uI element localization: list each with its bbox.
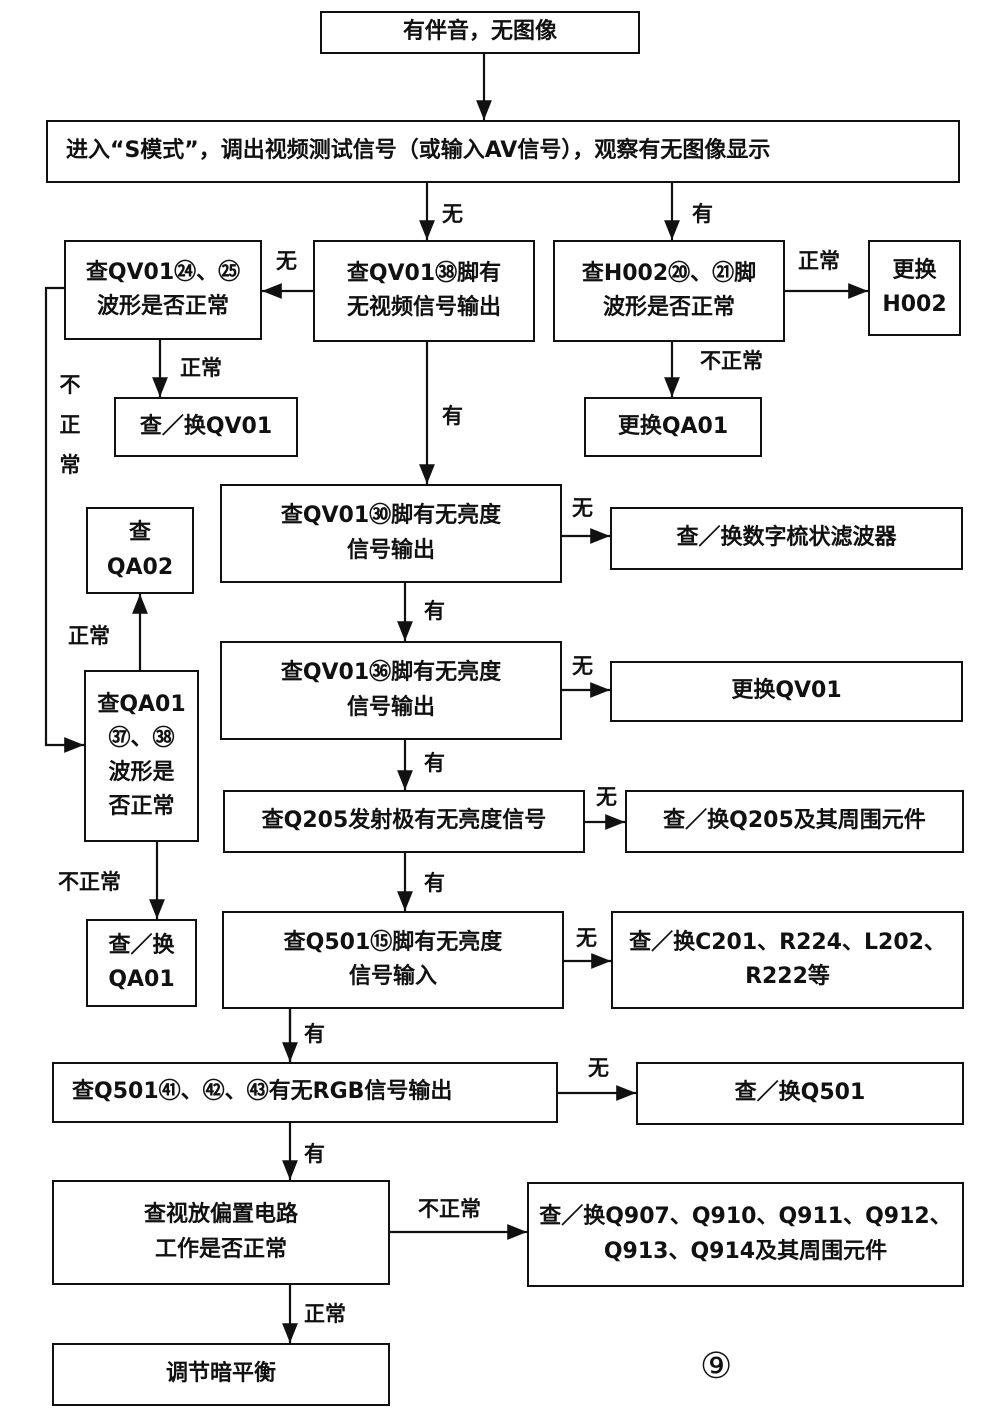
s-mode-text: 进入“S模式”，调出视频测试信号（或输入AV信号），观察有无图像显示: [66, 138, 771, 164]
label-yes: 有: [304, 1142, 325, 1166]
check-replace-c201-text: 查／换C201、R224、L202、 R222等: [629, 929, 946, 989]
check-q501-15-box: 查Q501⑮脚有无亮度 信号输入: [222, 911, 564, 1009]
check-replace-q205-box: 查／换Q205及其周围元件: [625, 790, 964, 853]
check-qv01-38-box: 查QV01㊳脚有 无视频信号输出: [313, 240, 535, 342]
check-qv01-30-box: 查QV01㉚脚有无亮度 信号输出: [220, 484, 562, 583]
label-yes: 有: [442, 404, 463, 428]
s-mode-box: 进入“S模式”，调出视频测试信号（或输入AV信号），观察有无图像显示: [46, 120, 960, 183]
label-no: 无: [442, 202, 463, 226]
label-yes: 有: [424, 751, 445, 775]
check-q501-rgb-text: 查Q501㊶、㊷、㊸有无RGB信号输出: [72, 1079, 453, 1105]
adjust-dark-balance-text: 调节暗平衡: [165, 1361, 276, 1387]
replace-qv01-box: 更换QV01: [610, 661, 963, 722]
replace-qv01-text: 更换QV01: [731, 678, 842, 704]
label-no: 无: [576, 926, 597, 950]
label-normal: 正常: [798, 249, 840, 273]
label-yes: 有: [424, 599, 445, 623]
replace-qa01-box: 更换QA01: [584, 397, 762, 457]
check-bias-text: 查视放偏置电路 工作是否正常: [143, 1202, 298, 1262]
page-mark: ⑨: [700, 1346, 733, 1387]
check-qa02-text: 查 QA02: [106, 520, 174, 580]
check-q501-rgb-box: 查Q501㊶、㊷、㊸有无RGB信号输出: [52, 1062, 558, 1123]
check-replace-qv01-box: 查／换QV01: [114, 397, 298, 457]
label-abnormal: 不正常: [58, 870, 121, 894]
check-replace-qa01-box: 查／换 QA01: [86, 919, 197, 1007]
label-abnormal: 不正常: [418, 1197, 481, 1221]
check-qv01-36-text: 查QV01㊱脚有无亮度 信号输出: [280, 660, 502, 720]
start-box: 有伴音，无图像: [320, 11, 640, 54]
replace-qa01-text: 更换QA01: [617, 413, 729, 439]
check-bias-box: 查视放偏置电路 工作是否正常: [52, 1180, 390, 1285]
label-no: 无: [572, 496, 593, 520]
start-text: 有伴音，无图像: [402, 19, 557, 45]
check-comb-filter-text: 查／换数字梳状滤波器: [676, 525, 897, 551]
check-q205-text: 查Q205发射极有无亮度信号: [261, 808, 547, 834]
check-replace-q907-text: 查／换Q907、Q910、Q911、Q912、 Q913、Q914及其周围元件: [539, 1204, 952, 1264]
label-no: 无: [572, 654, 593, 678]
label-normal: 正常: [68, 624, 110, 648]
label-abnormal: 不正常: [700, 349, 763, 373]
replace-h002-box: 更换 H002: [868, 240, 961, 336]
check-q501-15-text: 查Q501⑮脚有无亮度 信号输入: [283, 929, 503, 989]
label-yes: 有: [692, 202, 713, 226]
check-replace-q501-text: 查／换Q501: [734, 1080, 866, 1106]
check-qv01-24-25-box: 查QV01㉔、㉕ 波形是否正常: [64, 240, 262, 340]
check-h002-box: 查H002⑳、㉑脚 波形是否正常: [553, 240, 785, 342]
label-no: 无: [588, 1056, 609, 1080]
check-replace-c201-box: 查／换C201、R224、L202、 R222等: [611, 911, 964, 1009]
label-yes: 有: [424, 871, 445, 895]
check-replace-qa01-text: 查／换 QA01: [108, 932, 175, 992]
check-replace-q205-text: 查／换Q205及其周围元件: [663, 808, 926, 834]
check-qv01-30-text: 查QV01㉚脚有无亮度 信号输出: [280, 503, 502, 563]
check-comb-filter-box: 查／换数字梳状滤波器: [610, 507, 963, 570]
check-h002-text: 查H002⑳、㉑脚 波形是否正常: [581, 260, 757, 320]
check-replace-q501-box: 查／换Q501: [636, 1062, 964, 1125]
replace-h002-text: 更换 H002: [882, 257, 947, 317]
label-normal: 正常: [180, 356, 222, 380]
check-qa01-37-38-text: 查QA01 ㊲、㊳ 波形是 否正常: [97, 691, 186, 820]
label-no: 无: [596, 785, 617, 809]
label-yes: 有: [304, 1022, 325, 1046]
check-replace-qv01-text: 查／换QV01: [139, 413, 273, 439]
check-qv01-24-25-text: 查QV01㉔、㉕ 波形是否正常: [85, 259, 241, 319]
check-qv01-36-box: 查QV01㊱脚有无亮度 信号输出: [220, 641, 562, 740]
check-replace-q907-box: 查／换Q907、Q910、Q911、Q912、 Q913、Q914及其周围元件: [527, 1182, 964, 1287]
label-abnormal-vertical: 不正常: [59, 373, 81, 477]
check-qa02-box: 查 QA02: [86, 507, 194, 594]
adjust-dark-balance-box: 调节暗平衡: [52, 1343, 390, 1406]
check-q205-box: 查Q205发射极有无亮度信号: [223, 790, 585, 853]
check-qa01-37-38-box: 查QA01 ㊲、㊳ 波形是 否正常: [84, 670, 199, 842]
label-normal: 正常: [304, 1302, 346, 1326]
label-no: 无: [276, 249, 297, 273]
check-qv01-38-text: 查QV01㊳脚有 无视频信号输出: [346, 260, 502, 320]
